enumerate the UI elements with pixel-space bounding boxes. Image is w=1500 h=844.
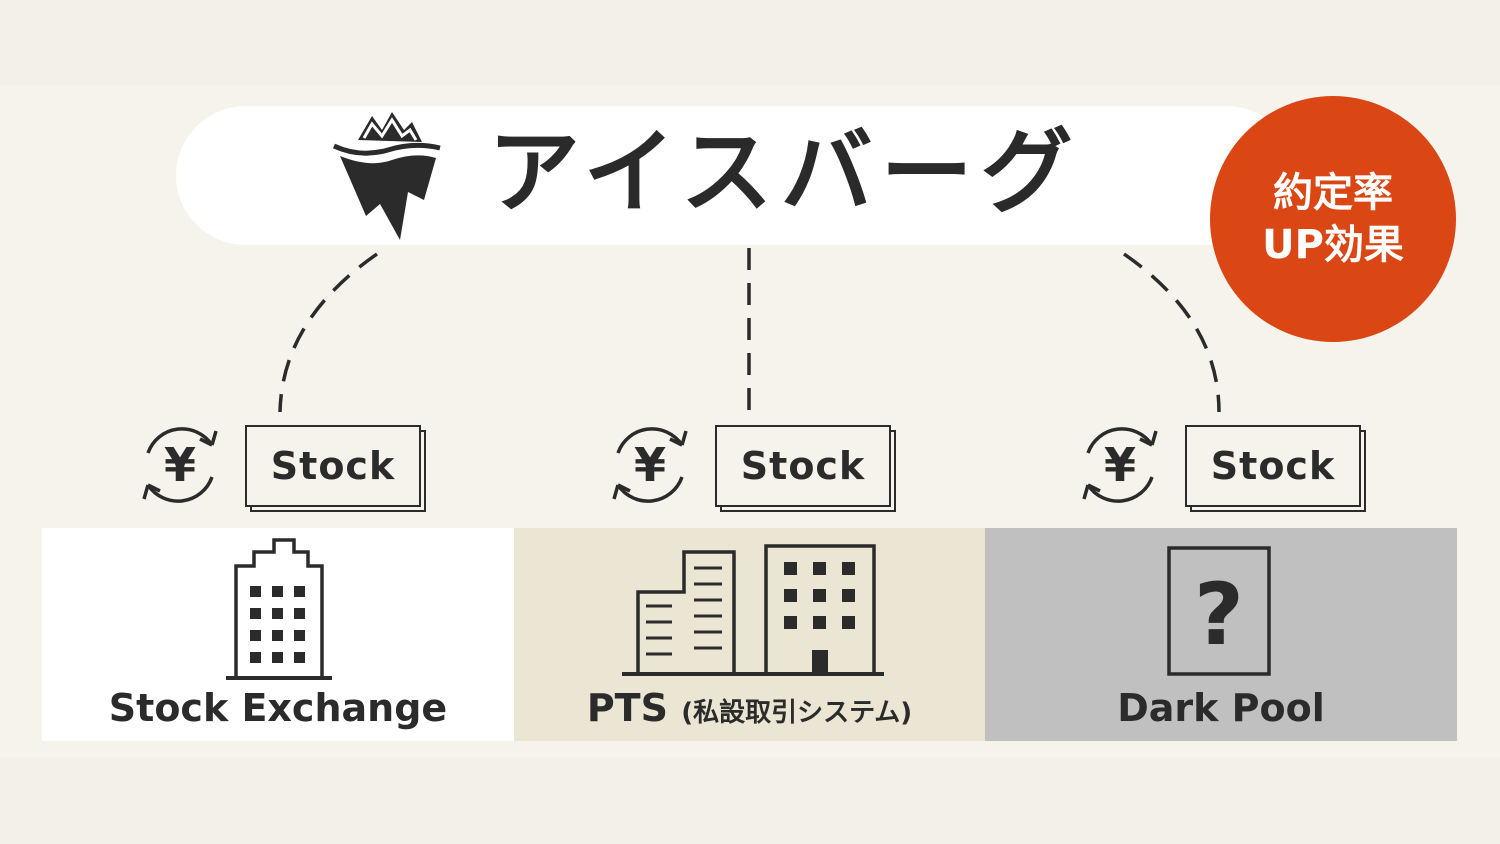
venue-dark-pool: ? Dark Pool <box>985 528 1457 741</box>
question-mark: ? <box>1194 565 1244 665</box>
venue-name: Stock Exchange <box>108 686 448 730</box>
office-buildings-icon <box>622 544 884 676</box>
page-title: アイスバーグ <box>488 119 1081 226</box>
badge-line-2: UP効果 <box>1262 222 1404 268</box>
stock-card-shadow <box>251 431 425 511</box>
yen-symbol: ¥ <box>1104 438 1136 492</box>
stock-card: Stock <box>1185 425 1361 507</box>
iceberg-icon <box>332 112 441 240</box>
yen-cycle-icon: ¥ <box>1082 427 1158 503</box>
yen-symbol: ¥ <box>164 438 196 492</box>
venue-pts: PTS (私設取引システム) <box>514 528 985 741</box>
yen-cycle-icon: ¥ <box>612 427 688 503</box>
venue-label: Stock Exchange <box>42 686 514 730</box>
fill-rate-badge: 約定率 UP効果 <box>1210 96 1456 342</box>
venue-sublabel: (私設取引システム) <box>681 698 913 728</box>
venue-label: Dark Pool <box>985 686 1457 730</box>
stock-label: Stock <box>1210 444 1336 488</box>
stock-card-shadow <box>1191 431 1365 511</box>
stock-group-exchange: ¥ Stock <box>130 415 440 525</box>
stock-group-pts: ¥ Stock <box>600 415 910 525</box>
stock-card: Stock <box>245 425 421 507</box>
stock-label: Stock <box>270 444 396 488</box>
venue-name: PTS <box>586 686 668 730</box>
question-box-icon: ? <box>1167 546 1271 676</box>
venue-label: PTS (私設取引システム) <box>514 686 985 730</box>
stock-group-darkpool: ¥ Stock <box>1070 415 1380 525</box>
badge-line-1: 約定率 <box>1273 170 1393 216</box>
connector-exchange <box>278 252 378 413</box>
stock-card: Stock <box>715 425 891 507</box>
venue-stock-exchange: Stock Exchange <box>42 528 514 741</box>
yen-symbol: ¥ <box>634 438 666 492</box>
building-icon <box>226 538 332 680</box>
yen-cycle-icon: ¥ <box>142 427 218 503</box>
stock-card-shadow <box>721 431 895 511</box>
venue-name: Dark Pool <box>1117 686 1325 730</box>
stock-label: Stock <box>740 444 866 488</box>
connector-darkpool <box>1123 252 1221 413</box>
